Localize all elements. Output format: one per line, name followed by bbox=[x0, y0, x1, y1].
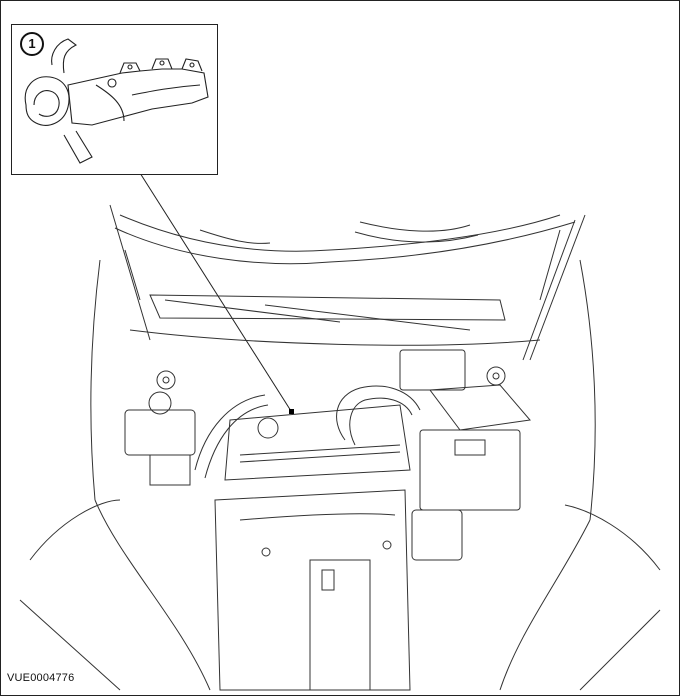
callout-target-marker bbox=[289, 409, 294, 414]
callout-leader-line bbox=[139, 172, 292, 412]
figure-reference-code: VUE0004776 bbox=[7, 672, 75, 684]
turbocharger-manifold-drawing bbox=[24, 38, 209, 164]
turbocharger-detail-inset: 1 bbox=[11, 24, 218, 175]
callout-number: 1 bbox=[20, 32, 44, 56]
